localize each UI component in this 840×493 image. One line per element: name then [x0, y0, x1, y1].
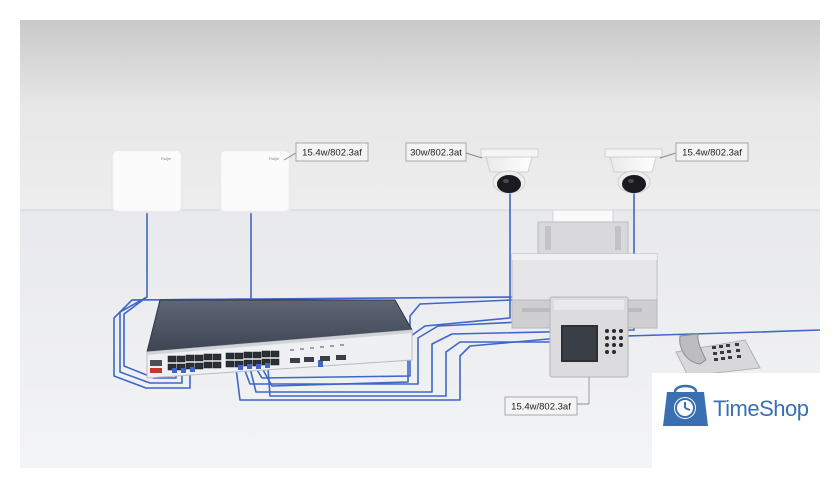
camera-1 — [480, 148, 539, 194]
label-ap2-power: 15.4w/802.3af — [283, 142, 369, 162]
switch-ports-1 — [167, 353, 222, 371]
plugged-connectors — [172, 360, 323, 373]
timeshop-wordmark: TimeShop — [713, 396, 809, 421]
label-terminal-power-text: 15.4w/802.3af — [511, 402, 571, 413]
label-ap2-power-text: 15.4w/802.3af — [302, 148, 362, 159]
cable-printer-2 — [243, 321, 521, 385]
switch-sfp-ports — [290, 355, 346, 363]
label-camera2-power: 15.4w/802.3af — [659, 142, 749, 162]
access-point-1: Ruijie — [110, 148, 184, 214]
ip-phone — [675, 333, 761, 377]
switch-ports-2 — [225, 350, 280, 368]
camera-2 — [604, 148, 663, 194]
cable-terminal — [267, 341, 552, 397]
label-camera1-power-text: 30w/802.3at — [410, 148, 462, 159]
access-point-2: Ruijie — [218, 148, 292, 214]
ap1-logo: Ruijie — [161, 156, 172, 161]
ap2-logo: Ruijie — [269, 156, 280, 161]
cable-phone — [235, 329, 821, 401]
timeshop-bag-clock-icon — [663, 384, 708, 426]
payment-terminal — [549, 296, 629, 404]
timeshop-brand: TimeShop — [652, 373, 840, 488]
cable-ap1-loop — [119, 296, 183, 384]
label-terminal-power: 15.4w/802.3af — [504, 396, 589, 416]
label-camera2-power-text: 15.4w/802.3af — [682, 148, 742, 159]
label-camera1-power: 30w/802.3at — [405, 142, 483, 162]
terminal-keypad — [605, 329, 623, 354]
poe-switch — [146, 299, 413, 379]
cable-camera2 — [249, 192, 635, 393]
